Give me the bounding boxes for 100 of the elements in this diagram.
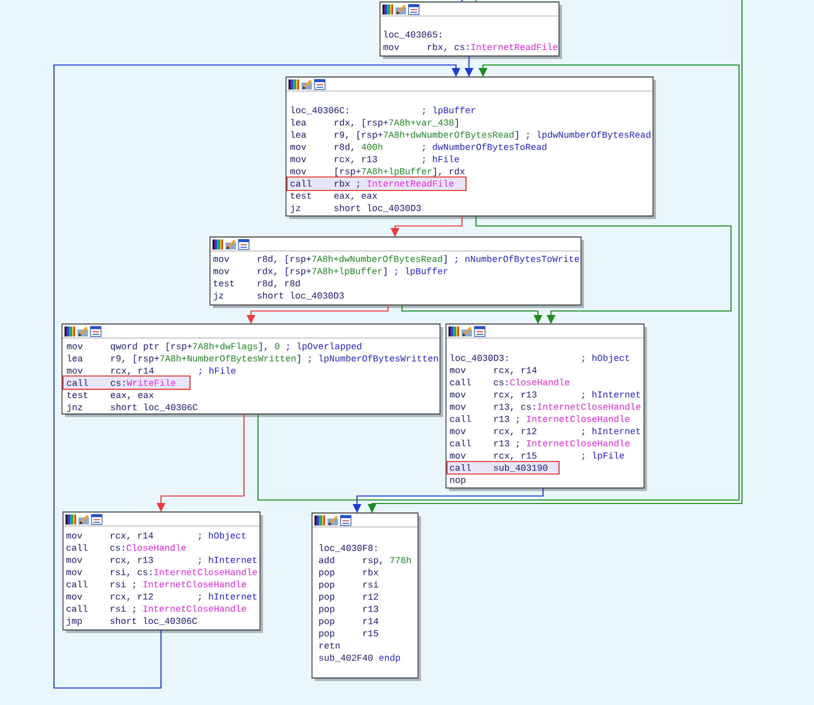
node-label: pop (319, 619, 334, 626)
code-line: jnz short loc_40306C (67, 404, 198, 412)
arrow (53, 64, 460, 689)
node-label: rsi ; (110, 580, 136, 589)
node-label: rsp, (363, 558, 382, 566)
node-label: mov (66, 570, 82, 576)
node-label: 7A8h+dwFlags (193, 342, 258, 352)
code-line: pop rbx (319, 568, 378, 578)
code-line: pop r14 (319, 618, 378, 626)
node-label: 778h (390, 556, 411, 564)
node-label: eax, eax (334, 194, 378, 200)
code-line: jmp short loc_40306C (66, 617, 197, 626)
highlight-box: call cs: WriteFile (62, 375, 191, 390)
code-line: test r8d, r8d (214, 280, 300, 288)
code-line: mov rcx, r14 ; hFile (66, 367, 236, 376)
node-label: cs: (110, 546, 124, 551)
code-line: call cs: CloseHandle (66, 544, 186, 551)
node-label: rsi ; (110, 605, 136, 614)
node-label: jmp (66, 617, 82, 626)
node-label: ; hInternet (198, 556, 257, 565)
node-label: 0 (274, 343, 280, 350)
code-line: test eax, eax (67, 392, 154, 400)
node-label: short loc_40306C (111, 404, 198, 412)
node-label: r15 (363, 630, 378, 636)
node-label: test (214, 280, 234, 286)
code-line: pop r12 (319, 594, 378, 602)
node-label: qword ptr [rsp+ (110, 342, 192, 352)
node-label: loc_40306C: (291, 106, 348, 114)
node-label: rcx, r13 (334, 156, 377, 164)
code-line: call rsi ; InternetCloseHandle (66, 580, 246, 589)
node-label: rsi (363, 580, 378, 588)
node-label: mov (213, 256, 230, 262)
code-line: test eax, eax (290, 192, 378, 200)
node-label: ; hObject (198, 532, 246, 540)
node-label: rbx (363, 568, 378, 576)
node-label: test (290, 192, 311, 199)
node-label: call (66, 605, 88, 612)
node-label: InternetCloseHandle (154, 568, 257, 576)
node-label: lea (291, 118, 306, 126)
node-label: CloseHandle (126, 544, 186, 551)
node-label: rdx, [rsp+ (258, 268, 311, 276)
node-label: jnz (67, 404, 82, 412)
code-line: jz short loc_4030D3 (214, 292, 344, 300)
code-block (62, 324, 443, 417)
code-line: mov rcx, r12 ; hInternet (66, 592, 257, 602)
node-label: mov (66, 368, 83, 374)
node-label: mov (290, 157, 306, 162)
node-label: rcx, r12 (110, 593, 153, 602)
code-line: call rsi ; InternetCloseHandle (66, 605, 246, 614)
code-line: add rsp, 778h (319, 556, 411, 565)
node-label: pop (319, 582, 334, 590)
node-label: ; lpOverlapped (286, 342, 362, 352)
node-label: r13 (363, 606, 378, 612)
node-label: r9, [rsp+ (111, 354, 159, 364)
node-label: mov (66, 344, 83, 350)
node-label: r8d, [rsp+ (258, 255, 311, 264)
code-line: retn (320, 642, 340, 649)
node-label: r12 (363, 594, 378, 600)
node-label: rcx, r14 (110, 532, 154, 540)
code-line: loc_4030F8: (320, 544, 376, 552)
node-label: short loc_40306C (110, 617, 197, 625)
node-label: lea (68, 354, 83, 362)
code-line: lea r9, [rsp+7A8h+NumberOfBytesWritten ] ; lpNumberOfBytesWritten (68, 354, 438, 364)
node-label: ; hFile (199, 367, 236, 376)
node-label: mov (290, 169, 306, 174)
node-label: add (319, 556, 334, 564)
node-label: InternetCloseHandle (143, 580, 246, 588)
node-label: pop (319, 607, 334, 614)
node-label: jz (290, 204, 300, 213)
code-line: pop r13 (319, 606, 378, 614)
code-line: pop rsi (319, 580, 378, 590)
node-label: mov (66, 534, 82, 539)
node-label: short loc_4030D3 (258, 292, 344, 300)
node-label: lea (291, 131, 306, 138)
code-line: pop r15 (319, 630, 378, 638)
node-label: r8d, (334, 143, 354, 152)
code-line: mov rcx, r13 ; hInternet (66, 556, 257, 565)
node-label: pop (319, 594, 334, 602)
node-label: pop (319, 631, 334, 638)
code-line: mov rsi, cs: InternetCloseHandle (66, 568, 257, 577)
code-block (312, 512, 421, 681)
node-label: r14 (363, 618, 378, 624)
node-label: InternetCloseHandle (143, 605, 246, 612)
node-label: mov (290, 144, 306, 150)
node-label: rcx, r14 (111, 368, 154, 376)
node-label: 7A8h+NumberOfBytesWritten (160, 354, 296, 364)
node-label: jz (214, 292, 224, 300)
node-label: call (66, 580, 88, 588)
node-label: r8d, r8d (258, 280, 300, 288)
node-label: [rsp+ (336, 168, 361, 176)
node-label: mov (66, 594, 82, 600)
node-label: eax, eax (110, 393, 154, 400)
node-label: mov (213, 269, 230, 274)
node-label: 7A8h+lpBuffer (312, 268, 382, 276)
node-label: rsi, cs: (110, 568, 152, 577)
node-label: pop (319, 570, 334, 578)
code-line: mov rcx, r14 ; hObject (66, 532, 246, 540)
code-block (62, 512, 263, 633)
node-label: call (66, 544, 88, 551)
node-label: ; hInternet (198, 592, 257, 602)
